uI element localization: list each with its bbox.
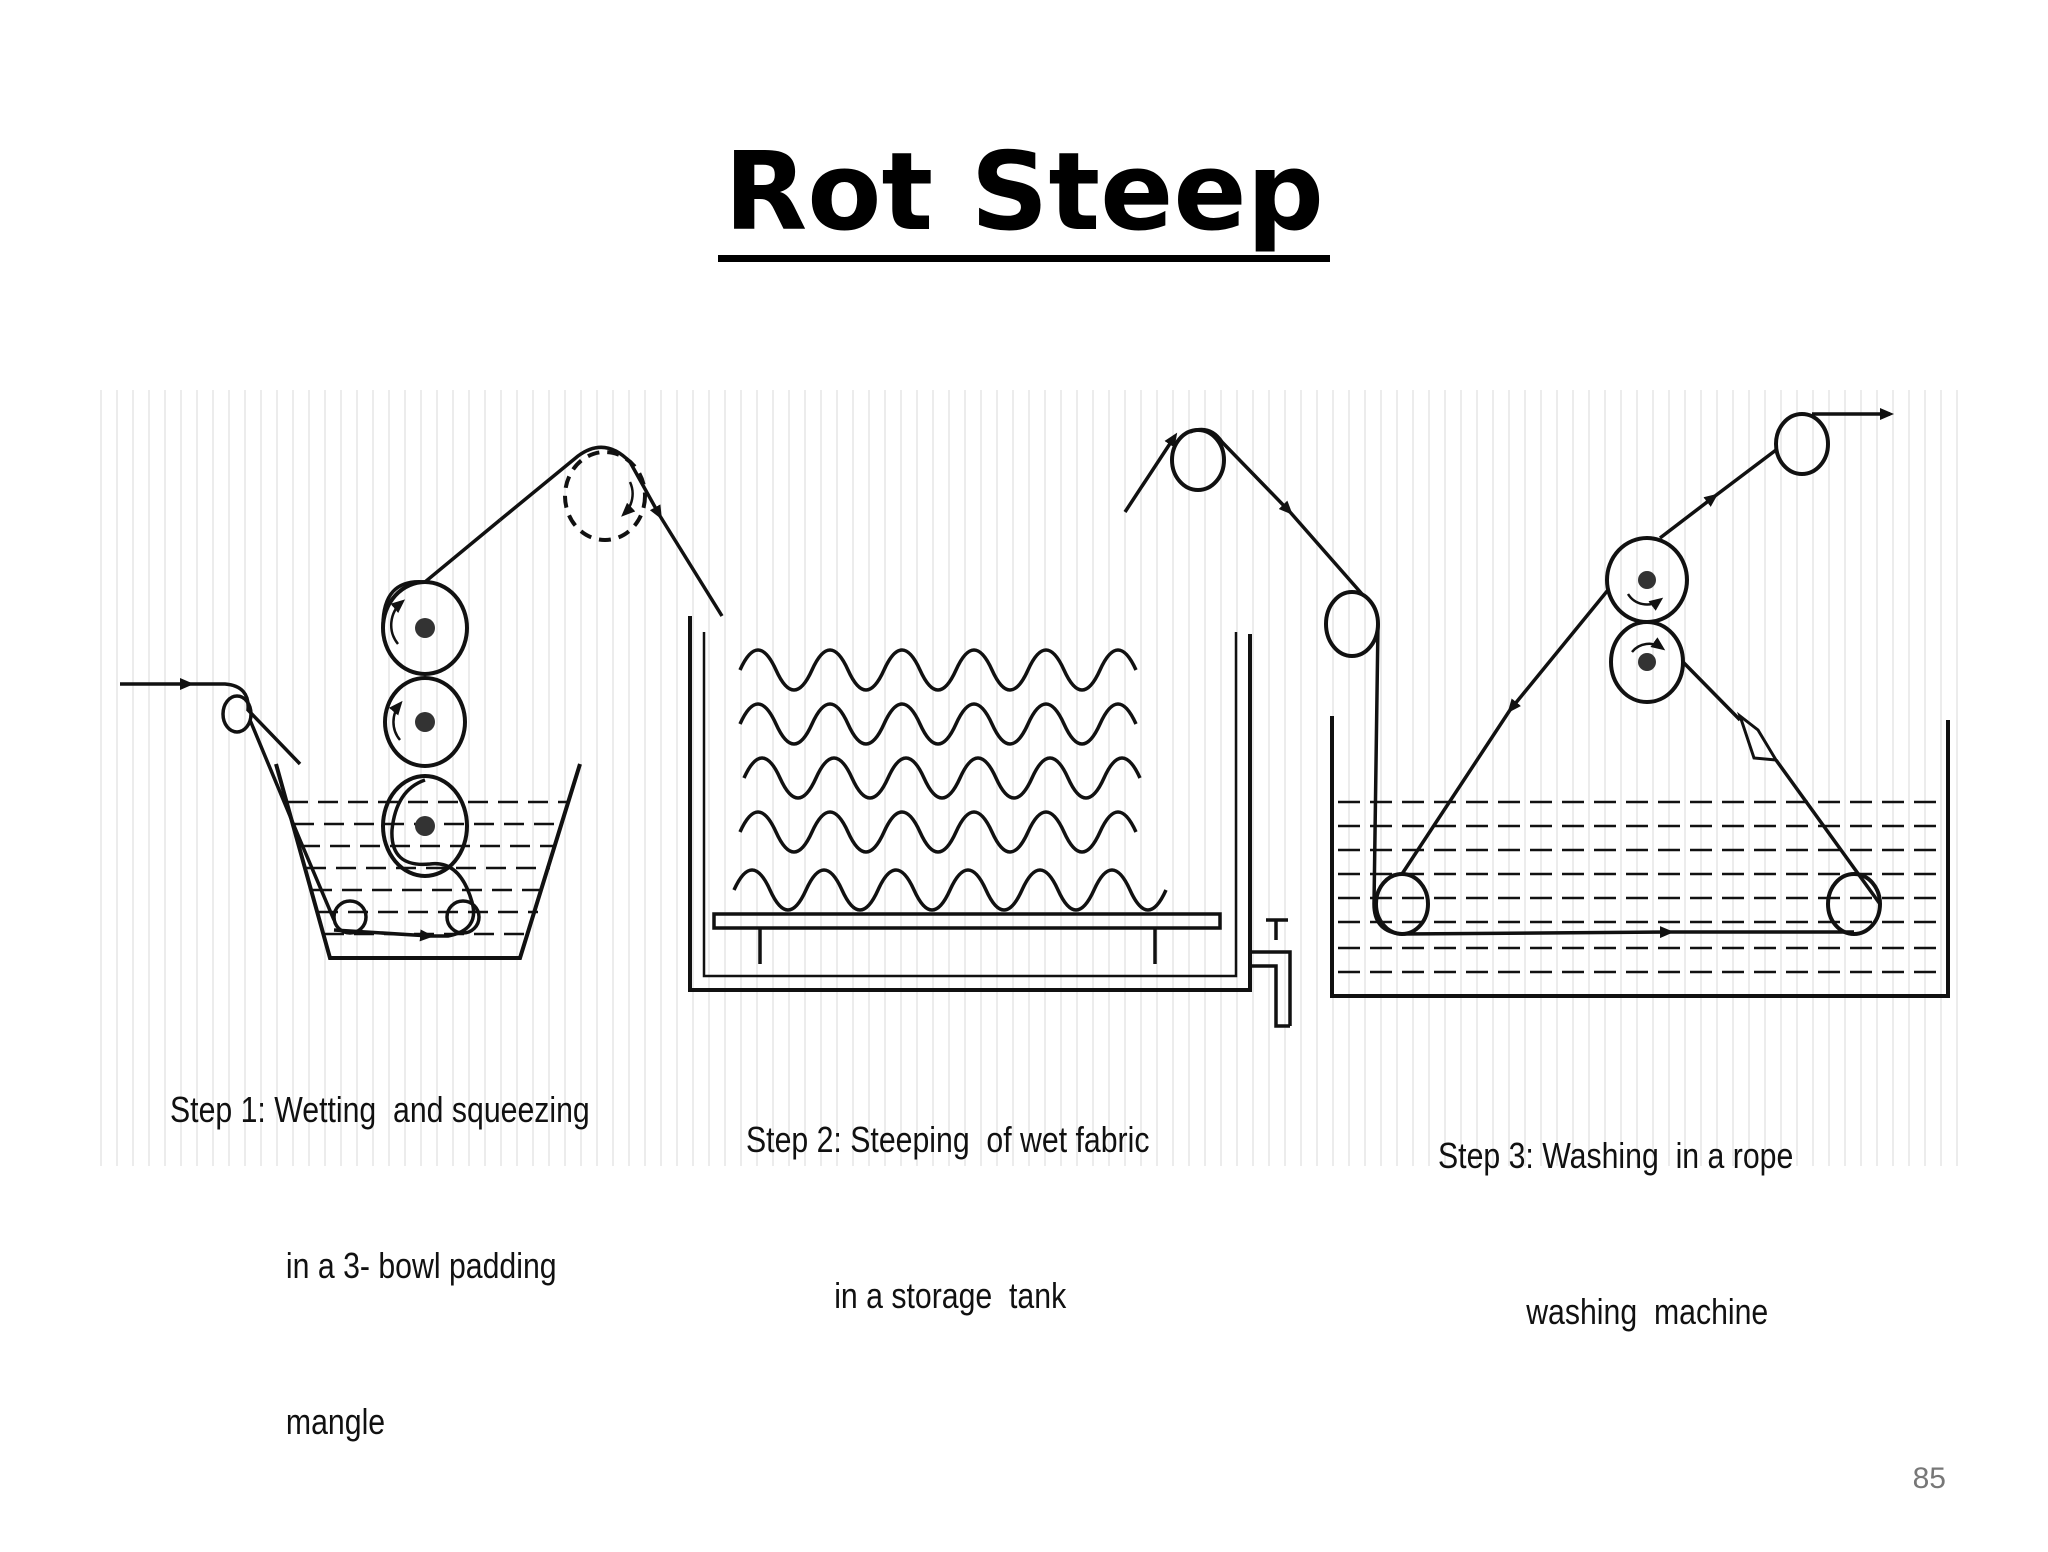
step1-bottom-roller-right — [445, 899, 481, 935]
slide-title-text: Rot Steep — [718, 130, 1330, 262]
step2-line1: Steeping of wet fabric — [850, 1119, 1150, 1160]
step1-middle-bowl — [383, 676, 467, 768]
step3-fabric-path — [1123, 408, 1894, 939]
step1-padding-mangle — [120, 445, 724, 960]
step1-dashed-roller — [563, 450, 647, 542]
step2-label: Step 2: — [746, 1119, 842, 1160]
slide-title: Rot Steep — [0, 128, 2048, 262]
step1-trough — [274, 763, 582, 960]
step3-tank — [1330, 716, 1950, 998]
step2-storage-tank — [688, 616, 1292, 1028]
step3-exit-roller — [1774, 412, 1830, 476]
step2-platform — [712, 912, 1222, 964]
step2-folded-fabric — [732, 648, 1168, 912]
step3-rotation-arrows — [1626, 593, 1666, 653]
step3-line1: Washing in a rope — [1542, 1135, 1794, 1176]
step3-roller-shafts — [1638, 571, 1656, 671]
step1-line2: in a 3- bowl padding — [285, 1245, 557, 1286]
step3-line2: washing machine — [1526, 1291, 1769, 1332]
step1-fabric-path — [120, 445, 724, 942]
step2-tank-inner — [702, 632, 1238, 978]
step1-line3: mangle — [285, 1401, 386, 1442]
rot-steep-process-diagram: Step 1: Wetting and squeezing in a 3- bo… — [100, 390, 1960, 1442]
step3-label: Step 3: — [1438, 1135, 1534, 1176]
step2-tank-outer — [688, 616, 1252, 992]
step2-line2: in a storage tank — [834, 1275, 1067, 1316]
step1-rotation-arrows — [388, 481, 636, 741]
step1-label: Step 1: — [170, 1089, 266, 1130]
step2-caption: Step 2: Steeping of wet fabric in a stor… — [746, 1010, 1149, 1426]
process-illustration — [100, 390, 1960, 1166]
step3-caption: Step 3: Washing in a rope washing machin… — [1438, 1026, 1793, 1442]
step1-caption: Step 1: Wetting and squeezing in a 3- bo… — [170, 980, 590, 1552]
step1-bottom-bowl — [381, 774, 469, 878]
step1-line1: Wetting and squeezing — [274, 1089, 590, 1130]
step3-rope-washing-machine — [1123, 408, 1950, 998]
step3-liquor-dashes — [1338, 800, 1942, 974]
step2-platform-legs — [758, 928, 1157, 964]
page-number: 85 — [1912, 1462, 1946, 1495]
step1-bowl-shafts — [415, 618, 435, 836]
step2-drain-valve — [1250, 918, 1292, 1028]
step2-platform-deck — [712, 912, 1222, 930]
